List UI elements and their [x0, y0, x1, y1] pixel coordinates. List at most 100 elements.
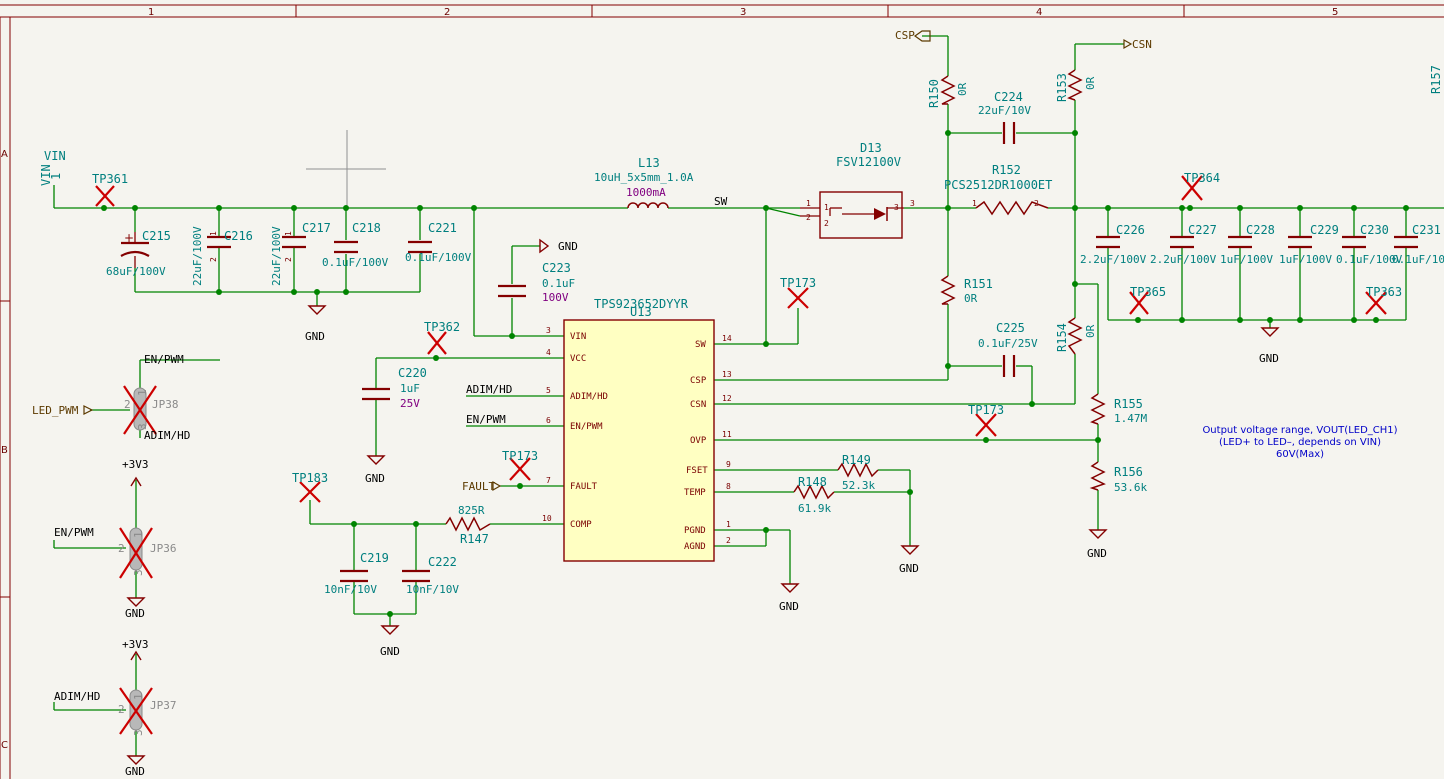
c228-value: 1uF/100V	[1220, 253, 1273, 266]
c227-value: 2.2uF/100V	[1150, 253, 1217, 266]
dnp-marks	[95, 175, 1387, 735]
note-line-3: 60V(Max)	[1276, 449, 1324, 460]
gnd-label-pgnd: GND	[779, 600, 799, 613]
pin-name-pgnd: PGND	[684, 526, 706, 536]
pin-num-5: 5	[546, 386, 551, 395]
l13-value: 10uH_5x5mm_1.0A	[594, 171, 694, 184]
jumper-labels: JP38 JP36 JP37 2 1 3 2 1 3 2 1 3	[118, 389, 179, 736]
resistor-symbols	[445, 69, 1106, 532]
r156-ref: R156	[1114, 465, 1143, 479]
r153-value: 0R	[1084, 76, 1097, 90]
r152-ref: R152	[992, 163, 1021, 177]
c231-value: 0.1uF/100V	[1392, 253, 1444, 266]
c218-value: 0.1uF/100V	[322, 256, 389, 269]
jp36-pin-3: 3	[132, 569, 145, 576]
sheet-frame	[0, 4, 1444, 779]
gnd-label-c223: GND	[558, 240, 578, 253]
d13-ref: D13	[860, 141, 882, 155]
r153-ref: R153	[1055, 73, 1069, 102]
ground-symbols	[126, 238, 1280, 765]
adim-net-label: ADIM/HD	[466, 383, 512, 396]
r149-value: 52.3k	[842, 479, 875, 492]
fault-hier-label[interactable]: FAULT	[462, 480, 495, 493]
csp-hier-label[interactable]: CSP	[895, 29, 915, 42]
pin-num-8: 8	[726, 482, 731, 491]
diode-d13-body	[800, 191, 904, 239]
c216-ref: C216	[224, 229, 253, 243]
vin-rotated-label: VIN	[39, 164, 53, 186]
r155-value: 1.47M	[1114, 412, 1147, 425]
r157-ref: R157	[1429, 65, 1443, 94]
gnd-label-fset: GND	[899, 562, 919, 575]
u13-right-pins: SW 14 CSP 13 CSN 12 OVP 11 FSET 9 TEMP 8…	[684, 334, 732, 552]
gnd-label-comp: GND	[380, 645, 400, 658]
c223-value: 0.1uF	[542, 277, 575, 290]
pin-num-9: 9	[726, 460, 731, 469]
r156-value: 53.6k	[1114, 481, 1147, 494]
c218-ref: C218	[352, 221, 381, 235]
pin-num-10: 10	[542, 514, 552, 523]
c223-voltage: 100V	[542, 291, 569, 304]
c219-value: 10nF/10V	[324, 583, 377, 596]
l13-ref: L13	[638, 156, 660, 170]
pin-num-13: 13	[722, 370, 732, 379]
test-point-labels: TP361 TP362 TP173 TP183 TP173 TP173 TP36…	[92, 171, 1402, 485]
r148-ref: R148	[798, 475, 827, 489]
row-label-b: B	[1, 445, 8, 456]
jp37-pin-2: 2	[118, 703, 125, 716]
csn-hier-label[interactable]: CSN	[1132, 38, 1152, 51]
col-label-2: 2	[444, 7, 450, 18]
jp36-pin-1: 1	[132, 531, 145, 538]
pin-num-11: 11	[722, 430, 732, 439]
l13-current: 1000mA	[626, 186, 666, 199]
en-pwm-net-label: EN/PWM	[466, 413, 506, 426]
jp38-pin-2: 2	[124, 398, 131, 411]
r147-value: 825R	[458, 504, 485, 517]
pin-name-adim: ADIM/HD	[570, 392, 608, 402]
row-label-a: A	[1, 149, 8, 160]
c231-ref: C231	[1412, 223, 1441, 237]
wires	[53, 35, 1444, 756]
note-line-2: (LED+ to LED–, depends on VIN)	[1219, 437, 1381, 448]
v3v3-label-1: +3V3	[122, 458, 149, 471]
pin-name-csp: CSP	[690, 376, 707, 386]
pin-name-csn: CSN	[690, 400, 706, 410]
c227-ref: C227	[1188, 223, 1217, 237]
c222-value: 10nF/10V	[406, 583, 459, 596]
c215-value: 68uF/100V	[106, 265, 166, 278]
c216-pin-2: 2	[209, 257, 218, 262]
d13-inner-pin-3: 3	[894, 203, 899, 212]
led-pwm-hier-label[interactable]: LED_PWM	[32, 404, 79, 417]
r154-value: 0R	[1084, 324, 1097, 338]
capacitor-symbols	[120, 122, 1418, 583]
r150-value: 0R	[956, 82, 969, 96]
tp364-label: TP364	[1184, 171, 1220, 185]
tp183-label: TP183	[292, 471, 328, 485]
c217-ref: C217	[302, 221, 331, 235]
c219-ref: C219	[360, 551, 389, 565]
r150-ref: R150	[927, 79, 941, 108]
pin-num-7: 7	[546, 476, 551, 485]
jp37-pin-3: 3	[132, 729, 145, 736]
u13-part: TPS923652DYYR	[594, 297, 689, 311]
pin-name-sw: SW	[695, 340, 706, 350]
capacitor-labels: C215 68uF/100V C216 22uF/100V 1 2 C217 2…	[106, 90, 1444, 596]
u13-body[interactable]	[563, 319, 715, 562]
hier-labels	[83, 30, 1133, 492]
pin-name-agnd: AGND	[684, 542, 706, 552]
c215-ref: C215	[142, 229, 171, 243]
pin-num-1: 1	[726, 520, 731, 529]
jp38-pin-1: 1	[136, 389, 149, 396]
pin-name-vcc: VCC	[570, 354, 586, 364]
c229-value: 1uF/100V	[1279, 253, 1332, 266]
note-line-1: Output voltage range, VOUT(LED_CH1)	[1202, 425, 1397, 436]
c221-ref: C221	[428, 221, 457, 235]
c225-ref: C225	[996, 321, 1025, 335]
col-label-5: 5	[1332, 7, 1338, 18]
tp173-sw-label: TP173	[780, 276, 816, 290]
pin-name-vin: VIN	[570, 332, 586, 342]
resistor-labels: R150 0R R151 0R R153 0R R154 0R R155 1.4…	[458, 65, 1443, 546]
r151-value: 0R	[964, 292, 978, 305]
r148-value: 61.9k	[798, 502, 831, 515]
